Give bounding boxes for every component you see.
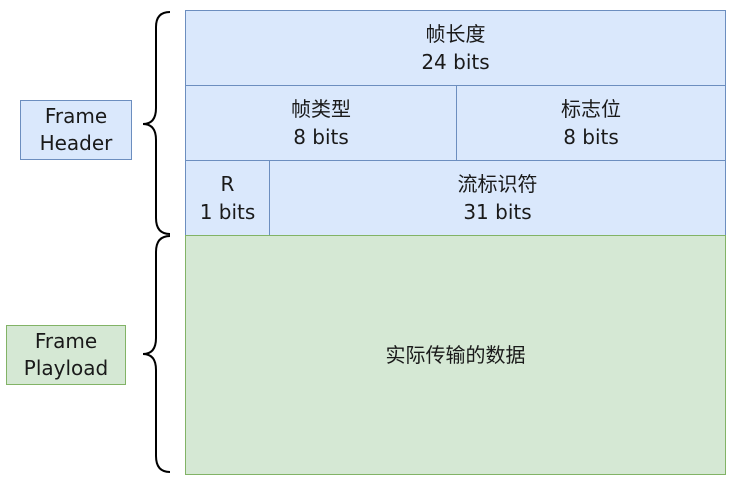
frame-header-label-line1: Frame	[44, 104, 108, 128]
flags-cell: 标志位 8 bits	[456, 85, 726, 161]
frame-header-label-line2: Header	[39, 131, 113, 155]
stream-identifier-bits: 31 bits	[463, 200, 532, 224]
frame-payload-label: Frame Playload	[6, 325, 126, 385]
payload-text: 实际传输的数据	[385, 343, 526, 367]
stream-identifier-name: 流标识符	[457, 172, 538, 196]
stream-identifier-cell: 流标识符 31 bits	[269, 160, 726, 236]
payload-brace	[142, 235, 171, 473]
frame-payload-label-line2: Playload	[23, 356, 109, 380]
reserved-bit-cell: R 1 bits	[185, 160, 270, 236]
reserved-bit-bits: 1 bits	[199, 200, 256, 224]
frame-length-cell: 帧长度 24 bits	[185, 10, 726, 86]
frame-type-bits: 8 bits	[293, 125, 349, 149]
frame-type-cell: 帧类型 8 bits	[185, 85, 457, 161]
reserved-bit-name: R	[220, 172, 235, 196]
frame-length-bits: 24 bits	[421, 50, 490, 74]
frame-payload-label-line1: Frame	[34, 329, 98, 353]
frame-type-name: 帧类型	[291, 97, 351, 121]
frame-length-name: 帧长度	[425, 22, 486, 46]
flags-bits: 8 bits	[563, 125, 619, 149]
frame-header-label: Frame Header	[20, 100, 132, 160]
header-brace	[142, 11, 171, 235]
flags-name: 标志位	[561, 97, 621, 121]
payload-cell: 实际传输的数据	[185, 235, 726, 475]
